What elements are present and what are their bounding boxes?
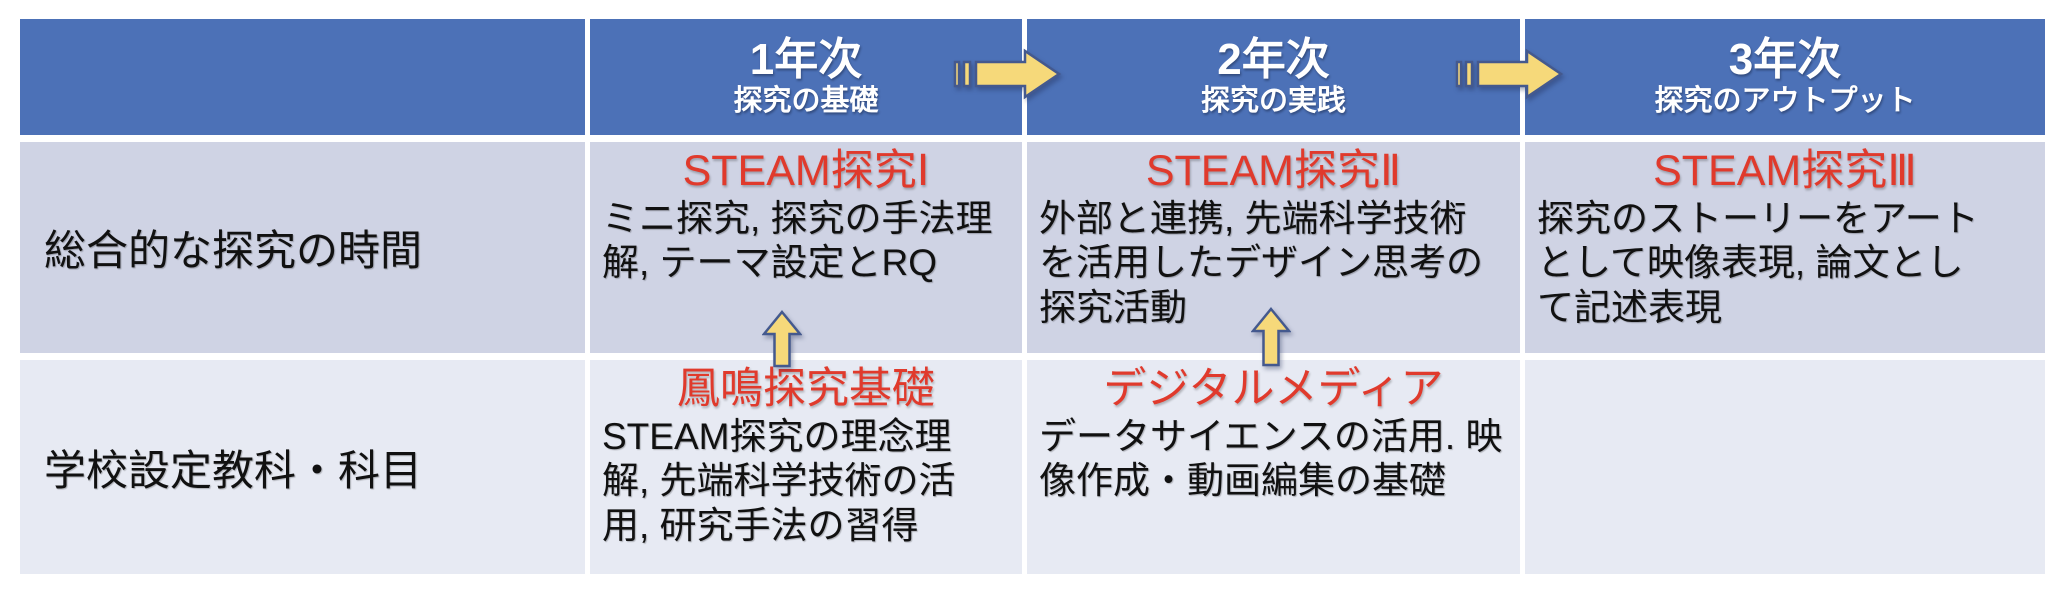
course-desc-steam1: ミニ探究, 探究の手法理 解, テーマ設定とRQ bbox=[602, 197, 993, 284]
course-desc-digital-media: データサイエンスの活用. 映 像作成・動画編集の基礎 bbox=[1039, 415, 1503, 502]
row-header-integrated-inquiry: 総合的な探究の時間 bbox=[20, 142, 585, 353]
year2-subtitle: 探究の実践 bbox=[1200, 84, 1346, 117]
curriculum-table: 1年次 探究の基礎 2年次 探究の実践 3年次 探究のアウトプット 総合的な探究… bbox=[20, 19, 2045, 574]
striped-right-arrow-icon bbox=[953, 47, 1063, 101]
course-title-steam2: STEAM探究Ⅱ bbox=[1145, 147, 1402, 195]
course-desc-steam2: 外部と連携, 先端科学技術 を活用したデザイン思考の 探究活動 bbox=[1039, 197, 1483, 328]
year3-subtitle: 探究のアウトプット bbox=[1654, 84, 1916, 117]
header-year3: 3年次 探究のアウトプット bbox=[1525, 19, 2045, 135]
header-corner-cell bbox=[20, 19, 585, 135]
up-arrow-icon bbox=[1251, 307, 1291, 367]
header-year2: 2年次 探究の実践 bbox=[1027, 19, 1520, 135]
cell-steam-inquiry-3: STEAM探究Ⅲ 探究のストーリーをアート として映像表現, 論文とし て記述表… bbox=[1525, 142, 2045, 353]
cell-homei-inquiry-basics: 鳳鳴探究基礎 STEAM探究の理念理 解, 先端科学技術の活 用, 研究手法の習… bbox=[590, 360, 1022, 574]
cell-digital-media: デジタルメディア データサイエンスの活用. 映 像作成・動画編集の基礎 bbox=[1027, 360, 1520, 574]
course-title-steam3: STEAM探究Ⅲ bbox=[1653, 147, 1917, 195]
striped-right-arrow-icon bbox=[1455, 47, 1565, 101]
cell-steam-inquiry-2: STEAM探究Ⅱ 外部と連携, 先端科学技術 を活用したデザイン思考の 探究活動 bbox=[1027, 142, 1520, 353]
course-title-steam1: STEAM探究Ⅰ bbox=[682, 147, 930, 195]
up-arrow-icon bbox=[762, 310, 802, 368]
year3-label: 3年次 bbox=[1728, 35, 1842, 85]
year1-subtitle: 探究の基礎 bbox=[733, 84, 879, 117]
cell-year3-empty bbox=[1525, 360, 2045, 574]
header-year1: 1年次 探究の基礎 bbox=[590, 19, 1022, 135]
row-header-school-subjects: 学校設定教科・科目 bbox=[20, 360, 585, 574]
year2-label: 2年次 bbox=[1217, 35, 1330, 85]
cell-steam-inquiry-1: STEAM探究Ⅰ ミニ探究, 探究の手法理 解, テーマ設定とRQ bbox=[590, 142, 1022, 353]
course-title-homei: 鳳鳴探究基礎 bbox=[677, 365, 935, 413]
year1-label: 1年次 bbox=[749, 35, 863, 85]
course-title-digital-media: デジタルメディア bbox=[1103, 365, 1444, 413]
course-desc-steam3: 探究のストーリーをアート として映像表現, 論文とし て記述表現 bbox=[1537, 197, 1979, 328]
course-desc-homei: STEAM探究の理念理 解, 先端科学技術の活 用, 研究手法の習得 bbox=[602, 415, 956, 546]
